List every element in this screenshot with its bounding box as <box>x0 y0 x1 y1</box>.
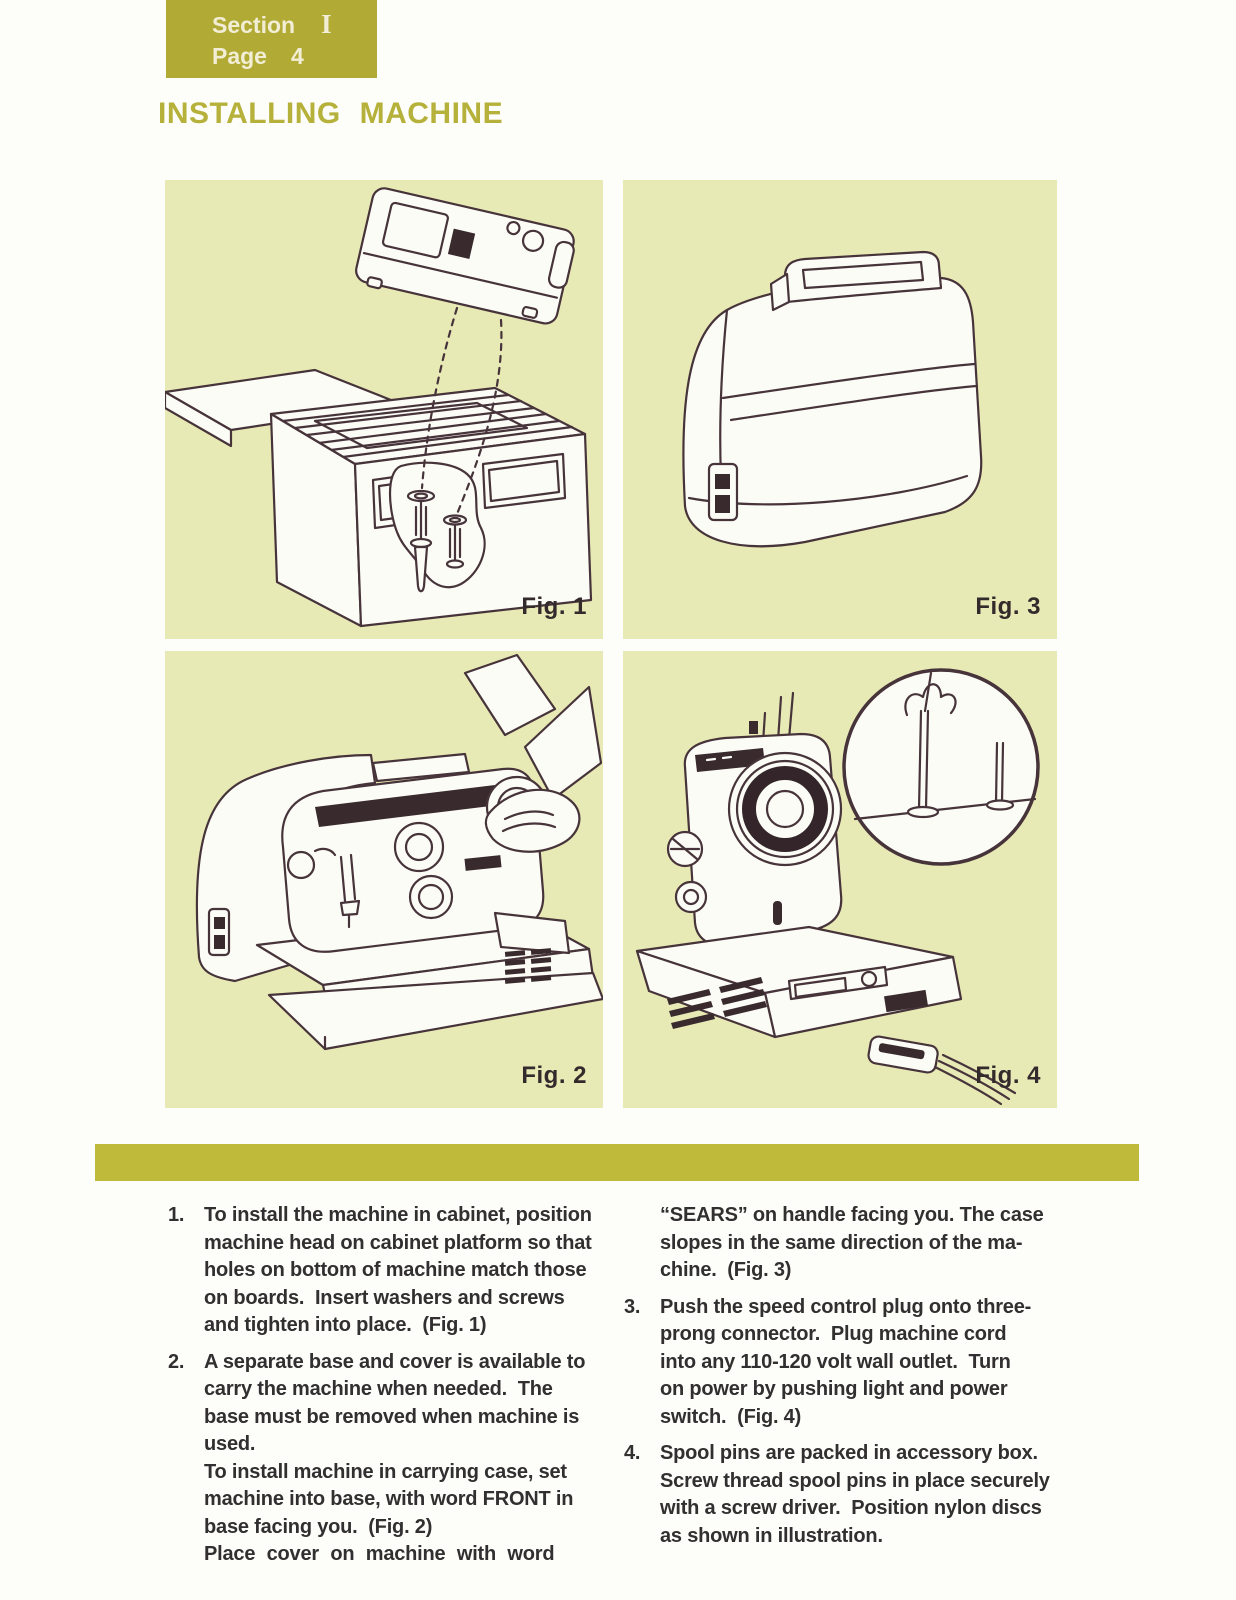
page-title: INSTALLING MACHINE <box>158 97 504 130</box>
cabinet-installation-illustration <box>165 187 593 628</box>
item-number: 3. <box>624 1295 641 1318</box>
carrying-case-illustration <box>682 250 983 548</box>
fig2-label: Fig. 2 <box>521 1062 587 1089</box>
item-paragraph: Spool pins are packed in accessory box. … <box>660 1442 1050 1547</box>
page-number: 4 <box>290 43 304 69</box>
instruction-item-2-continued: “SEARS” on handle facing you. The case s… <box>624 1202 1076 1285</box>
instruction-item-1: 1. To install the machine in cabinet, po… <box>168 1202 620 1340</box>
instructions-left-column: 1. To install the machine in cabinet, po… <box>168 1202 620 1578</box>
machine-into-base-illustration <box>195 653 603 1051</box>
figure-panel-fig4: Fig. 4 <box>623 651 1057 1108</box>
fig4-label: Fig. 4 <box>975 1062 1041 1089</box>
instructions-right-column: “SEARS” on handle facing you. The case s… <box>624 1202 1076 1559</box>
item-paragraph: Push the speed control plug onto three- … <box>660 1295 1032 1428</box>
divider-bar <box>95 1144 1139 1181</box>
machine-rear-plug-illustration <box>635 668 1040 1106</box>
item-number: 1. <box>168 1204 185 1226</box>
item-paragraph: To install machine in carrying case, set… <box>204 1460 574 1538</box>
instruction-item-4: 4. Spool pins are packed in accessory bo… <box>624 1440 1076 1550</box>
item-number: 2. <box>168 1350 185 1373</box>
item-number <box>624 1202 660 1285</box>
instruction-item-2: 2. A separate base and cover is availabl… <box>168 1349 620 1569</box>
item-paragraph: “SEARS” on handle facing you. The case s… <box>660 1204 1044 1281</box>
figure-panel-fig1: Fig. 1 <box>165 180 603 639</box>
figure-panel-fig2: Fig. 2 <box>165 651 603 1108</box>
item-paragraph: A separate base and cover is available t… <box>204 1350 586 1456</box>
item-number: 4. <box>624 1442 641 1464</box>
figure-panel-fig3: Fig. 3 <box>623 180 1057 639</box>
item-paragraph: Place cover on machine with word <box>204 1543 555 1565</box>
item-paragraph: To install the machine in cabinet, posit… <box>204 1204 592 1336</box>
instruction-item-3: 3. Push the speed control plug onto thre… <box>624 1294 1076 1432</box>
fig1-label: Fig. 1 <box>521 593 587 620</box>
fig3-label: Fig. 3 <box>975 593 1041 620</box>
section-numeral: I <box>321 9 332 39</box>
